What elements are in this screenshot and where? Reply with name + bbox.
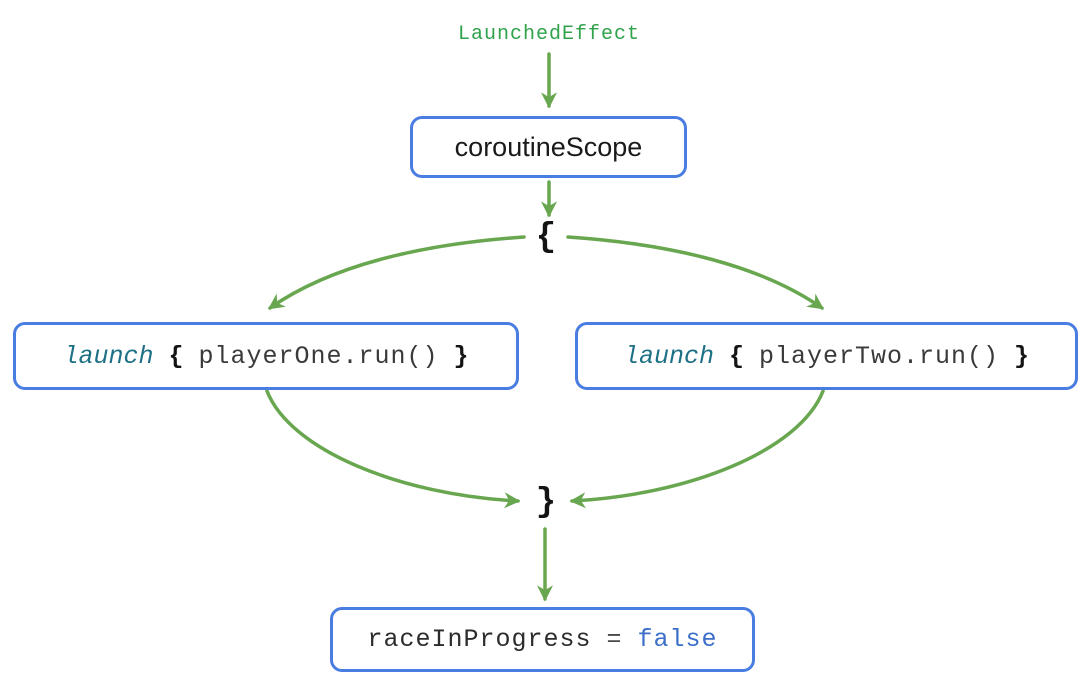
launch-keyword: launch bbox=[623, 341, 714, 371]
close-brace: } bbox=[535, 484, 557, 522]
player-one-code: playerOne.run() bbox=[198, 341, 439, 371]
equals-operator: = bbox=[606, 625, 623, 654]
open-brace: { bbox=[535, 219, 557, 257]
launch-player-two-box: launch { playerTwo.run() } bbox=[575, 322, 1078, 390]
race-in-progress-box: raceInProgress = false bbox=[330, 607, 755, 672]
launch-player-one-box: launch { playerOne.run() } bbox=[13, 322, 519, 390]
arrow-open-brace-to-right-launch bbox=[566, 235, 824, 310]
coroutine-scope-box: coroutineScope bbox=[410, 116, 687, 178]
launch-close-brace: } bbox=[453, 341, 469, 371]
arrow-right-launch-to-close-brace bbox=[569, 389, 825, 509]
coroutine-scope-label: coroutineScope bbox=[454, 131, 643, 162]
arrow-open-brace-to-left-launch bbox=[268, 235, 526, 310]
launch-close-brace: } bbox=[1014, 341, 1030, 371]
launch-open-brace: { bbox=[168, 341, 184, 371]
result-variable: raceInProgress bbox=[367, 625, 592, 654]
result-value: false bbox=[637, 625, 718, 654]
launch-open-brace: { bbox=[728, 341, 744, 371]
launch-keyword: launch bbox=[63, 341, 154, 371]
player-two-code: playerTwo.run() bbox=[758, 341, 1000, 371]
arrow-left-launch-to-close-brace bbox=[265, 389, 521, 509]
launched-effect-label: LaunchedEffect bbox=[457, 23, 641, 46]
